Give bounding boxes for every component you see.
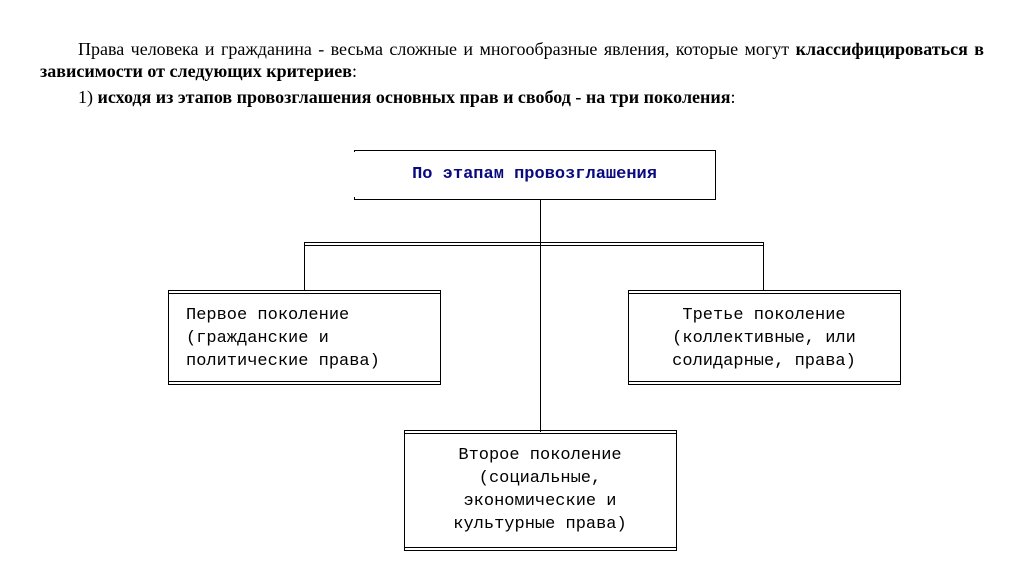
second-line-4: культурные права) [453,515,627,534]
second-line-3: экономические и [463,492,617,511]
second-generation-node: Второе поколение (социальные, экономичес… [404,432,676,549]
intro-bold-text: классифицироваться в зависимости от след… [40,39,985,81]
third-line-3: солидарные, права) [672,352,856,371]
intro-paragraph: Права человека и гражданина - весьма сло… [40,38,984,82]
point-number: 1) [78,87,93,107]
intro-colon: : [351,61,357,81]
third-line-2: (коллективные, или [672,329,856,348]
first-generation-node: Первое поколение (гражданские и политиче… [168,292,440,383]
first-box-border [168,290,441,385]
point-bold-text: исходя из этапов провозглашения основных… [97,87,731,107]
second-line-1: Второе поколение [458,446,622,465]
point-paragraph: 1) исходя из этапов провозглашения основ… [40,86,984,108]
intro-text: Права человека и гражданина - весьма сло… [78,39,790,59]
root-node: По этапам провозглашения [354,152,715,197]
first-line-1: Первое поколение [186,306,350,325]
point-colon: : [730,87,736,107]
first-line-2: (гражданские и [186,329,329,348]
third-line-1: Третье поколение [682,306,846,325]
first-line-3: политические права) [186,352,380,371]
second-line-2: (социальные, [478,469,602,488]
third-generation-node: Третье поколение (коллективные, или соли… [628,292,900,383]
second-box-border [404,430,677,551]
third-box-border [628,290,901,385]
